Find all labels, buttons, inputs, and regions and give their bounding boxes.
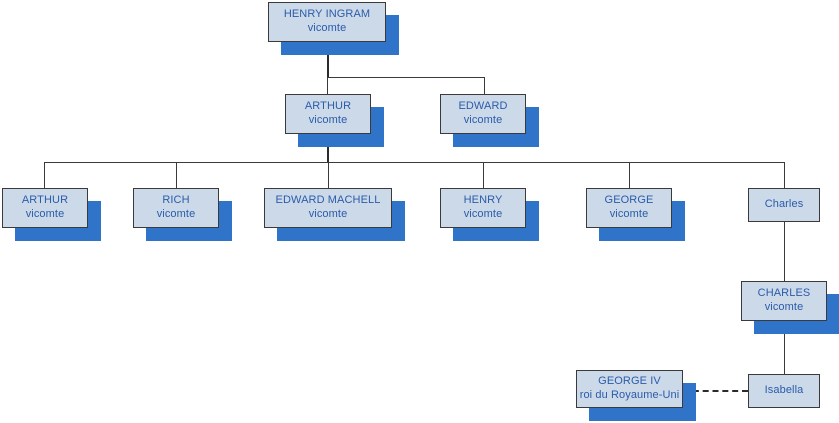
node-subtitle: vicomte — [463, 114, 503, 126]
node-subtitle: vicomte — [25, 208, 65, 220]
node-title: EDWARD — [458, 100, 508, 113]
node-arthur-2[interactable]: ARTHUR vicomte — [285, 94, 371, 134]
node-subtitle: vicomte — [156, 208, 196, 220]
node-subtitle: vicomte — [609, 208, 649, 220]
node-arthur-3[interactable]: ARTHUR vicomte — [2, 188, 88, 228]
connector-charles-vicomte-to-isabella — [784, 321, 785, 374]
node-subtitle: vicomte — [308, 114, 348, 126]
node-title: HENRY — [463, 194, 503, 207]
connector-henry-ingram-stem — [327, 42, 329, 78]
connector-drop-charles-plain — [784, 162, 785, 188]
node-george-3[interactable]: GEORGE vicomte — [586, 188, 672, 228]
node-title: RICH — [162, 194, 190, 207]
node-rich-3[interactable]: RICH vicomte — [133, 188, 219, 228]
node-title: CHARLES — [757, 287, 811, 300]
node-title: HENRY INGRAM — [283, 8, 371, 21]
node-henry-3[interactable]: HENRY vicomte — [440, 188, 526, 228]
node-subtitle: vicomte — [463, 208, 503, 220]
connector-drop-george-3 — [629, 162, 630, 188]
node-title: Isabella — [764, 384, 804, 397]
node-title: ARTHUR — [21, 194, 69, 207]
node-edward-machell[interactable]: EDWARD MACHELL vicomte — [264, 188, 392, 228]
connector-arthur-2-stem — [327, 134, 329, 163]
node-title: EDWARD MACHELL — [275, 194, 381, 207]
node-title: GEORGE — [604, 194, 654, 207]
node-george-iv[interactable]: GEORGE IV roi du Royaume-Uni — [576, 370, 683, 408]
node-title: ARTHUR — [304, 100, 352, 113]
node-subtitle: vicomte — [764, 301, 804, 313]
connector-drop-edward-machell — [328, 162, 329, 188]
node-subtitle: vicomte — [308, 208, 348, 220]
connector-level3-bus — [44, 162, 785, 163]
connector-drop-rich-3 — [176, 162, 177, 188]
node-edward-2[interactable]: EDWARD vicomte — [440, 94, 526, 134]
connector-drop-arthur-3 — [44, 162, 45, 188]
node-henry-ingram[interactable]: HENRY INGRAM vicomte — [268, 2, 386, 42]
node-charles-vicomte[interactable]: CHARLES vicomte — [741, 281, 827, 321]
node-charles-plain[interactable]: Charles — [748, 188, 820, 222]
connector-drop-edward-2 — [484, 77, 485, 94]
connector-marriage-george-iv-isabella — [683, 390, 748, 392]
connector-drop-arthur-2 — [327, 77, 328, 94]
connector-level2-bus — [327, 77, 485, 78]
node-title: GEORGE IV — [598, 375, 661, 388]
connector-drop-henry-3 — [483, 162, 484, 188]
node-subtitle: roi du Royaume-Uni — [579, 389, 680, 401]
node-isabella[interactable]: Isabella — [748, 374, 820, 408]
connector-charles-to-charles-vicomte — [784, 222, 785, 281]
node-subtitle: vicomte — [307, 22, 347, 34]
node-title: Charles — [764, 198, 804, 211]
